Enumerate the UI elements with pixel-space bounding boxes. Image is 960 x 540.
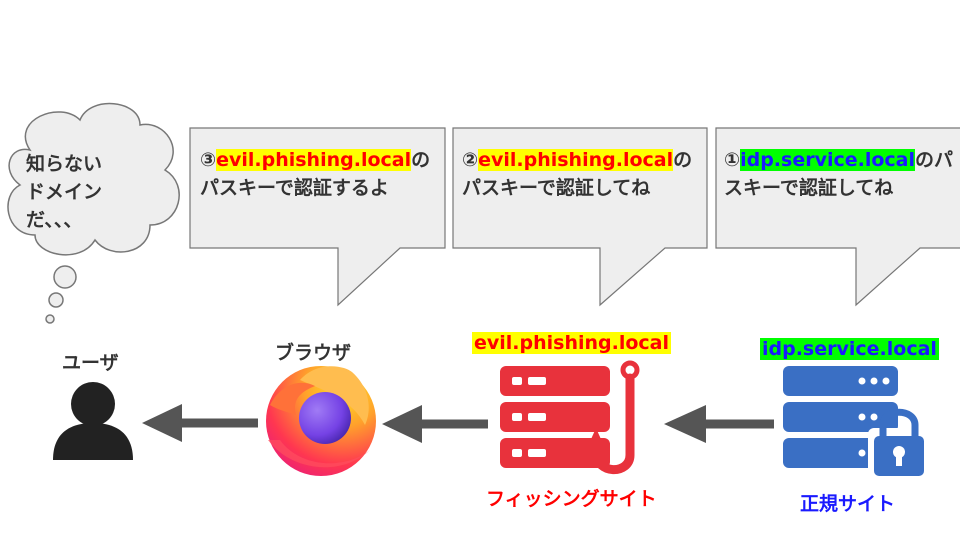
bubble-2-domain: evil.phishing.local — [478, 149, 674, 171]
arrow-phishing-to-browser — [382, 405, 488, 443]
bubble-1-domain: idp.service.local — [740, 149, 916, 171]
speech-bubble-1 — [715, 127, 960, 307]
user-icon — [53, 382, 133, 460]
phishing-site-label: フィッシングサイト — [486, 488, 657, 510]
bubble-3-domain: evil.phishing.local — [216, 149, 412, 171]
thought-text: 知らない ドメイン だ、、、 — [26, 150, 136, 234]
legit-site-label: 正規サイト — [800, 493, 896, 515]
bubble-1-message: のパスキーで認証してね — [724, 149, 954, 199]
bubble-1-prefix: ① — [724, 149, 741, 171]
phishing-server-icon — [500, 366, 610, 468]
speech-bubble-1-text: ①idp.service.localのパスキーで認証してね — [724, 146, 956, 202]
speech-bubble-3 — [189, 127, 446, 307]
bubble-3-message: のパスキーで認証するよ — [200, 149, 431, 199]
browser-icon — [266, 366, 376, 476]
speech-bubble-3-text: ③evil.phishing.localのパスキーで認証するよ — [200, 146, 440, 202]
thought-line-2: ドメイン — [26, 181, 103, 203]
arrow-browser-to-user — [142, 404, 258, 442]
browser-label: ブラウザ — [275, 342, 352, 364]
phishing-domain-label: evil.phishing.local — [472, 332, 672, 354]
speech-bubble-2-text: ②evil.phishing.localのパスキーで認証してね — [462, 146, 702, 202]
fishhook-icon — [588, 360, 640, 475]
bubble-3-prefix: ③ — [200, 149, 217, 171]
thought-dot-large — [53, 265, 77, 289]
lock-icon — [868, 408, 930, 478]
thought-line-1: 知らない — [26, 153, 103, 175]
arrow-legit-to-phishing — [664, 405, 774, 443]
thought-line-3: だ、、、 — [26, 209, 83, 231]
speech-bubble-2 — [452, 127, 708, 307]
user-label: ユーザ — [62, 352, 119, 374]
bubble-2-prefix: ② — [462, 149, 479, 171]
thought-cloud — [7, 102, 180, 324]
legit-domain-label: idp.service.local — [760, 338, 939, 360]
bubble-2-message: のパスキーで認証してね — [462, 149, 693, 199]
thought-dot-medium — [48, 292, 64, 308]
thought-dot-small — [45, 314, 55, 324]
